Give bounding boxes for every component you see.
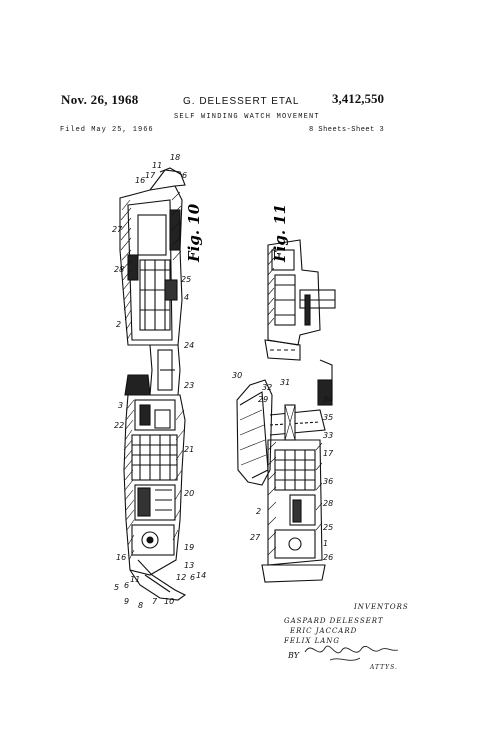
figure-10-drawing — [119, 167, 187, 601]
svg-text:30: 30 — [232, 371, 242, 380]
svg-text:17: 17 — [323, 449, 334, 458]
inventors-label: INVENTORS — [354, 603, 409, 611]
svg-text:25: 25 — [181, 275, 191, 284]
svg-text:29: 29 — [258, 395, 268, 404]
svg-text:28: 28 — [323, 499, 333, 508]
svg-text:28: 28 — [114, 265, 124, 274]
fig-10-label: Fig. 10 — [185, 203, 203, 263]
figure-10-numerals: 16 17 11 18 6 27 28 25 4 2 24 23 3 22 21… — [112, 153, 206, 610]
svg-text:16: 16 — [116, 553, 126, 562]
svg-text:33: 33 — [323, 431, 333, 440]
svg-text:5: 5 — [114, 583, 119, 592]
inventor-name-1: GASPARD DELESSERT — [284, 617, 384, 625]
patent-number: 3,412,550 — [332, 91, 384, 106]
sheet-number: 8 Sheets-Sheet 3 — [309, 126, 385, 134]
fig-11-label: Fig. 11 — [271, 204, 289, 263]
svg-text:11: 11 — [130, 575, 140, 584]
svg-text:32: 32 — [262, 383, 272, 392]
svg-text:19: 19 — [184, 543, 194, 552]
svg-text:2: 2 — [116, 320, 121, 329]
attorney-role: ATTYS. — [370, 664, 398, 671]
figure-11-numerals: 30 32 29 31 34 35 33 17 36 2 28 27 25 1 … — [232, 371, 334, 562]
inventor-name-2: ERIC JACCARD — [290, 627, 358, 635]
svg-text:27: 27 — [112, 225, 123, 234]
svg-text:16: 16 — [135, 176, 145, 185]
svg-text:27: 27 — [250, 533, 261, 542]
attorney-by: BY — [288, 651, 300, 660]
svg-text:14: 14 — [196, 571, 206, 580]
attorney-signature — [304, 645, 399, 661]
svg-text:17: 17 — [145, 171, 156, 180]
svg-text:12: 12 — [176, 573, 186, 582]
svg-text:2: 2 — [256, 507, 261, 516]
svg-text:1: 1 — [323, 539, 328, 548]
svg-text:8: 8 — [138, 601, 143, 610]
svg-text:6: 6 — [182, 171, 187, 180]
svg-text:34: 34 — [323, 395, 333, 404]
svg-text:35: 35 — [323, 413, 333, 422]
svg-text:9: 9 — [124, 597, 129, 606]
svg-text:20: 20 — [184, 489, 194, 498]
inventors-header: G. DELESSERT ETAL — [183, 96, 300, 107]
svg-text:13: 13 — [184, 561, 194, 570]
svg-text:25: 25 — [323, 523, 333, 532]
filed-date: Filed May 25, 1966 — [60, 126, 154, 134]
svg-text:3: 3 — [118, 401, 123, 410]
svg-text:22: 22 — [114, 421, 124, 430]
svg-text:26: 26 — [323, 553, 333, 562]
svg-text:4: 4 — [184, 293, 189, 302]
svg-text:36: 36 — [323, 477, 333, 486]
svg-text:21: 21 — [184, 445, 194, 454]
svg-text:18: 18 — [170, 153, 180, 162]
figure-11-drawing — [236, 239, 336, 583]
inventor-name-3: FELIX LANG — [284, 637, 341, 645]
svg-text:6: 6 — [124, 581, 129, 590]
svg-text:31: 31 — [280, 378, 290, 387]
svg-text:7: 7 — [152, 597, 158, 606]
svg-text:6: 6 — [190, 573, 195, 582]
svg-text:10: 10 — [164, 597, 174, 606]
svg-text:11: 11 — [152, 161, 162, 170]
patent-title: SELF WINDING WATCH MOVEMENT — [174, 113, 320, 121]
svg-text:23: 23 — [184, 381, 194, 390]
svg-text:24: 24 — [184, 341, 194, 350]
patent-date: Nov. 26, 1968 — [61, 92, 139, 107]
